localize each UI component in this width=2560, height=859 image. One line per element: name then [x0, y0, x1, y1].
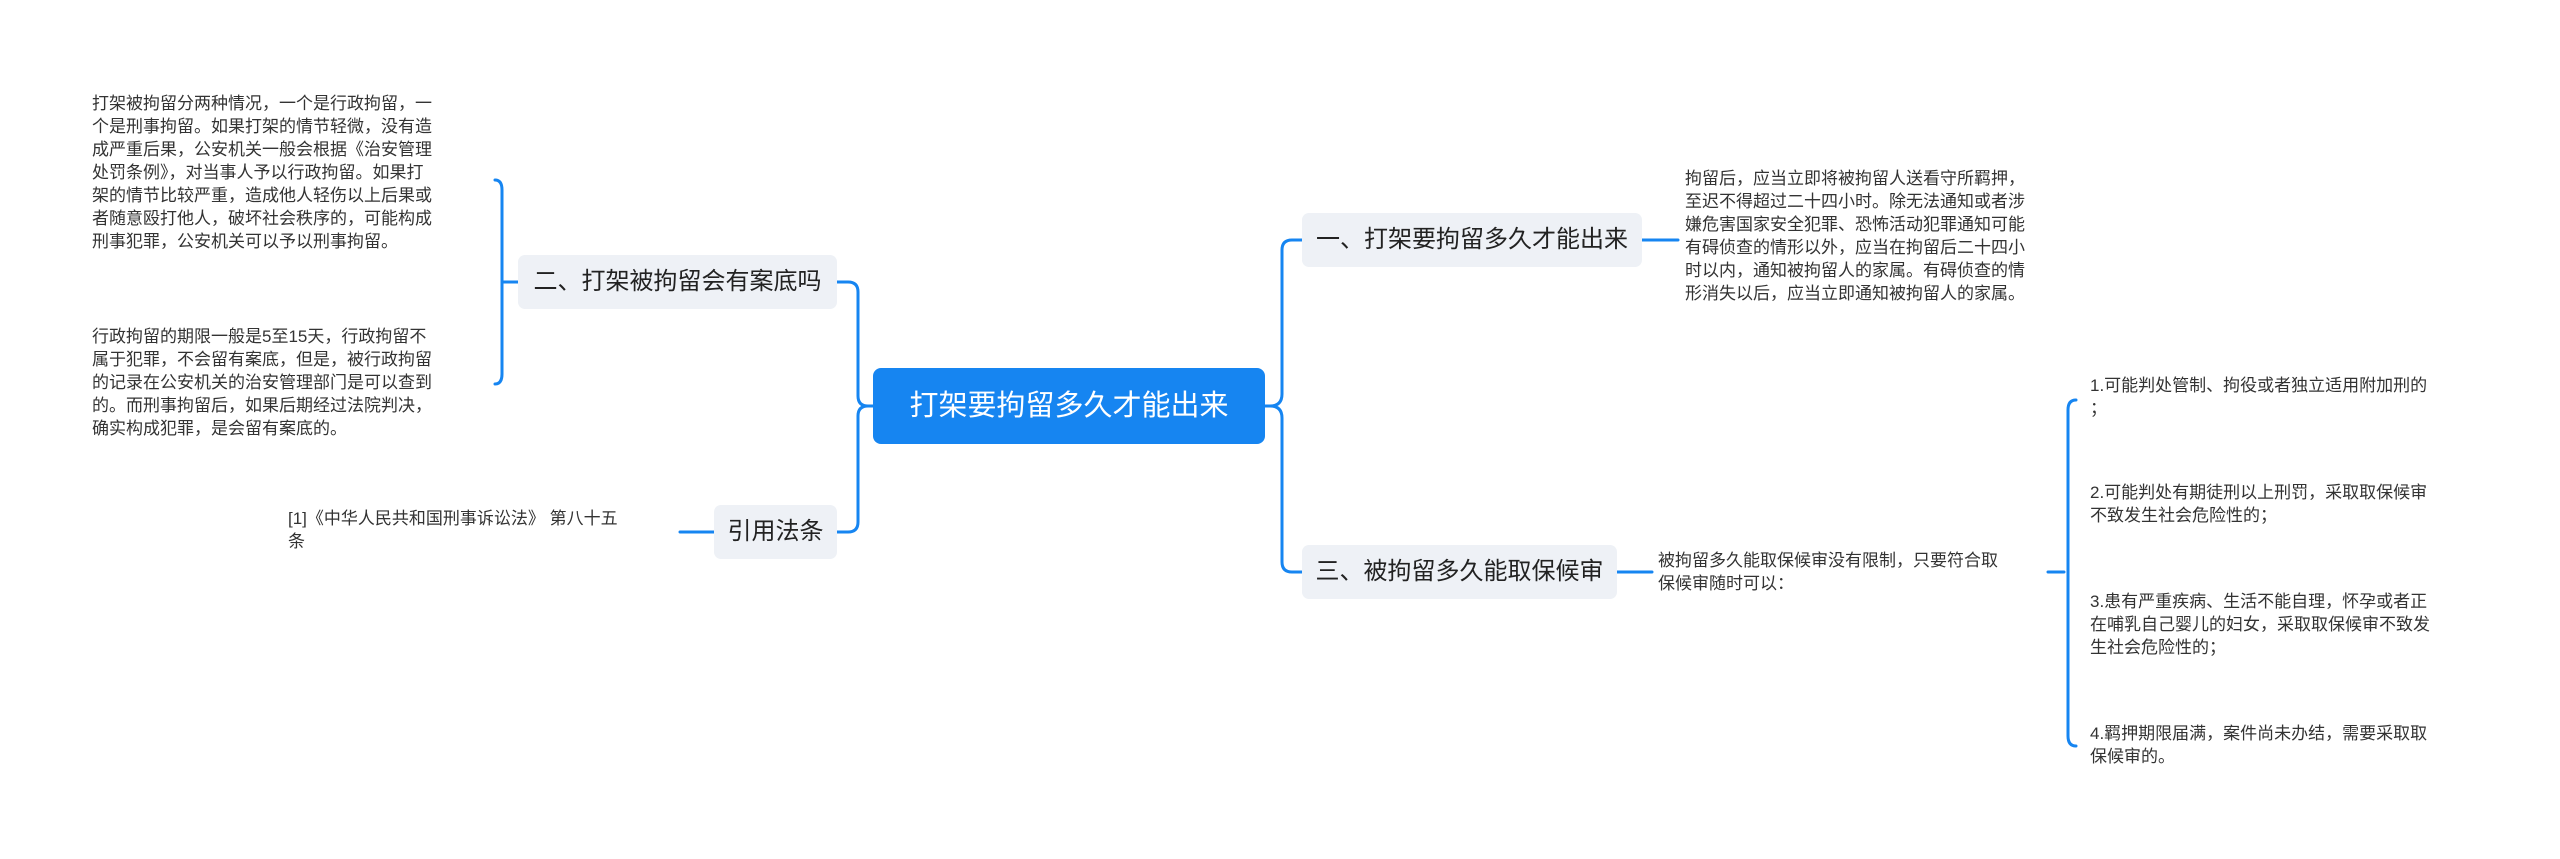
connector-root-left-2 [835, 404, 875, 534]
leaf-bail-item-3: 3.患有严重疾病、生活不能自理，怀孕或者正 在哺乳自己婴儿的妇女，采取取保候审不… [2090, 592, 2430, 657]
connector-root-left-1 [835, 280, 875, 408]
leaf-bail-item-2: 2.可能判处有期徒刑以上刑罚，采取取保候审 不致发生社会危险性的； [2090, 483, 2428, 525]
leaf-bail-item-4: 4.羁押期限届满，案件尚未办结，需要采取取 保候审的。 [2090, 724, 2428, 766]
leaf-law-citation: [1]《中华人民共和国刑事诉讼法》 第八十五 条 [288, 509, 618, 551]
leaf-administrative-detention: 行政拘留的期限一般是5至15天，行政拘留不 属于犯罪，不会留有案底，但是，被行政… [92, 327, 432, 438]
topic-cited-law[interactable]: 引用法条 [714, 505, 837, 559]
topic-case-record[interactable]: 二、打架被拘留会有案底吗 [518, 255, 837, 309]
topic-detention-duration[interactable]: 一、打架要拘留多久才能出来 [1302, 213, 1642, 267]
bracket-left-1 [493, 178, 520, 386]
topic-bail[interactable]: 三、被拘留多久能取保候审 [1302, 545, 1617, 599]
leaf-detention-notice: 拘留后，应当立即将被拘留人送看守所羁押， 至迟不得超过二十四小时。除无法通知或者… [1685, 169, 2025, 303]
bracket-right-3 [2046, 398, 2078, 748]
leaf-bail-condition: 被拘留多久能取保候审没有限制，只要符合取 保候审随时可以： [1658, 551, 1998, 593]
connector-root-right-2 [1263, 404, 1304, 574]
connector-root-right-1 [1263, 238, 1304, 408]
leaf-detention-types: 打架被拘留分两种情况，一个是行政拘留，一 个是刑事拘留。如果打架的情节轻微，没有… [92, 94, 432, 251]
root-topic[interactable]: 打架要拘留多久才能出来 [873, 368, 1265, 444]
leaf-bail-item-1: 1.可能判处管制、拘役或者独立适用附加刑的 ； [2090, 376, 2428, 418]
